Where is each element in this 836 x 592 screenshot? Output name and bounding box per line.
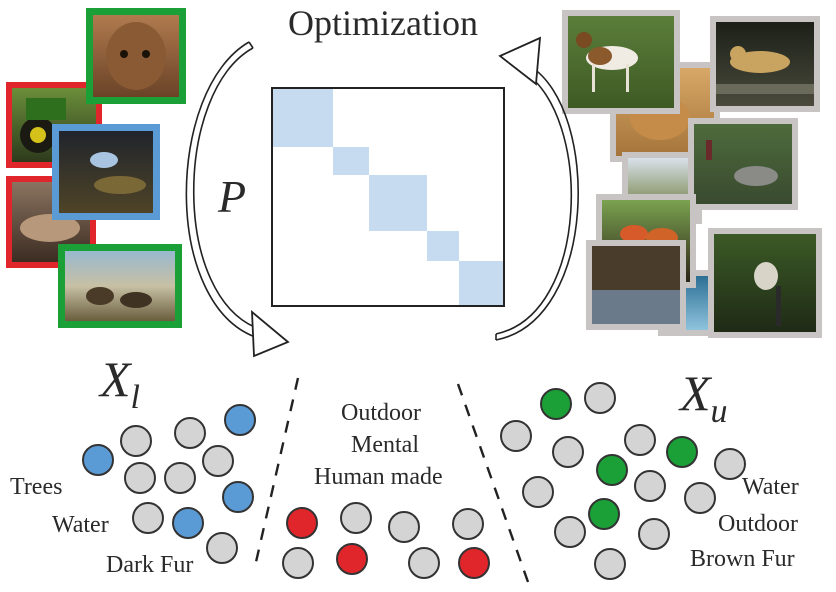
gray-node bbox=[120, 425, 152, 457]
gray-node bbox=[554, 516, 586, 548]
optimization-title: Optimization bbox=[288, 3, 478, 43]
unlabeled-set-label: Xu bbox=[680, 364, 728, 430]
right-arrowhead bbox=[498, 36, 542, 86]
otter-photo bbox=[58, 244, 182, 328]
gray-node bbox=[202, 445, 234, 477]
gray-node bbox=[388, 511, 420, 543]
gray-node bbox=[634, 470, 666, 502]
alpaca-photo bbox=[86, 8, 186, 104]
blue-node bbox=[224, 404, 256, 436]
green-node bbox=[596, 454, 628, 486]
gray-node bbox=[206, 532, 238, 564]
gray-node bbox=[408, 547, 440, 579]
left-arrow bbox=[185, 41, 263, 339]
matrix-block-1 bbox=[273, 89, 333, 147]
labeled-set-label: Xl bbox=[100, 350, 140, 416]
gray-node bbox=[282, 547, 314, 579]
gray-node bbox=[584, 382, 616, 414]
gray-node bbox=[500, 420, 532, 452]
leopard-photo bbox=[710, 16, 820, 112]
labeled-set-subscript: l bbox=[130, 379, 140, 416]
right-attribute-water: Water bbox=[742, 474, 799, 500]
gray-node bbox=[714, 448, 746, 480]
gray-node bbox=[684, 482, 716, 514]
lemur-photo bbox=[708, 228, 822, 338]
gray-node bbox=[452, 508, 484, 540]
middle-attribute-mental: Mental bbox=[351, 432, 419, 458]
bird-photo bbox=[52, 124, 160, 220]
left-arrowhead bbox=[251, 310, 290, 358]
red-node bbox=[286, 507, 318, 539]
right-attribute-outdoor: Outdoor bbox=[718, 511, 798, 537]
blue-node bbox=[82, 444, 114, 476]
matrix-block-4 bbox=[427, 231, 459, 261]
gray-node bbox=[624, 424, 656, 456]
unlabeled-set-subscript: u bbox=[710, 393, 728, 430]
unlabeled-set-symbol: X bbox=[680, 365, 711, 421]
gray-node bbox=[638, 518, 670, 550]
dog-photo bbox=[562, 10, 680, 114]
right-attribute-brown-fur: Brown Fur bbox=[690, 546, 795, 572]
blue-node bbox=[172, 507, 204, 539]
matrix-block-2 bbox=[333, 147, 369, 175]
blue-node bbox=[222, 481, 254, 513]
green-node bbox=[588, 498, 620, 530]
zoo-photo bbox=[688, 118, 798, 210]
matrix-block-5 bbox=[459, 261, 503, 305]
gray-node bbox=[522, 476, 554, 508]
red-node bbox=[336, 543, 368, 575]
gray-node bbox=[132, 502, 164, 534]
middle-attribute-outdoor: Outdoor bbox=[341, 400, 421, 426]
left-attribute-trees: Trees bbox=[10, 474, 63, 500]
matrix-block-3 bbox=[369, 175, 427, 231]
similarity-matrix bbox=[271, 87, 505, 307]
gray-node bbox=[340, 502, 372, 534]
gray-node bbox=[594, 548, 626, 580]
left-attribute-dark-fur: Dark Fur bbox=[106, 552, 194, 578]
green-node bbox=[666, 436, 698, 468]
feature-nodes bbox=[82, 382, 746, 580]
unlabeled-image-stack bbox=[562, 10, 822, 338]
left-attribute-water: Water bbox=[52, 512, 109, 538]
labeled-set-symbol: X bbox=[100, 351, 131, 407]
gray-node bbox=[124, 462, 156, 494]
middle-attribute-human-made: Human made bbox=[314, 464, 443, 490]
left-separator bbox=[254, 377, 300, 563]
right-arrow bbox=[495, 65, 580, 341]
red-node bbox=[458, 547, 490, 579]
gray-node bbox=[164, 462, 196, 494]
gray-node bbox=[174, 417, 206, 449]
green-node bbox=[540, 388, 572, 420]
labeled-image-stack bbox=[6, 8, 186, 328]
extra-photo bbox=[586, 240, 686, 330]
projection-label: P bbox=[218, 171, 247, 222]
gray-node bbox=[552, 436, 584, 468]
